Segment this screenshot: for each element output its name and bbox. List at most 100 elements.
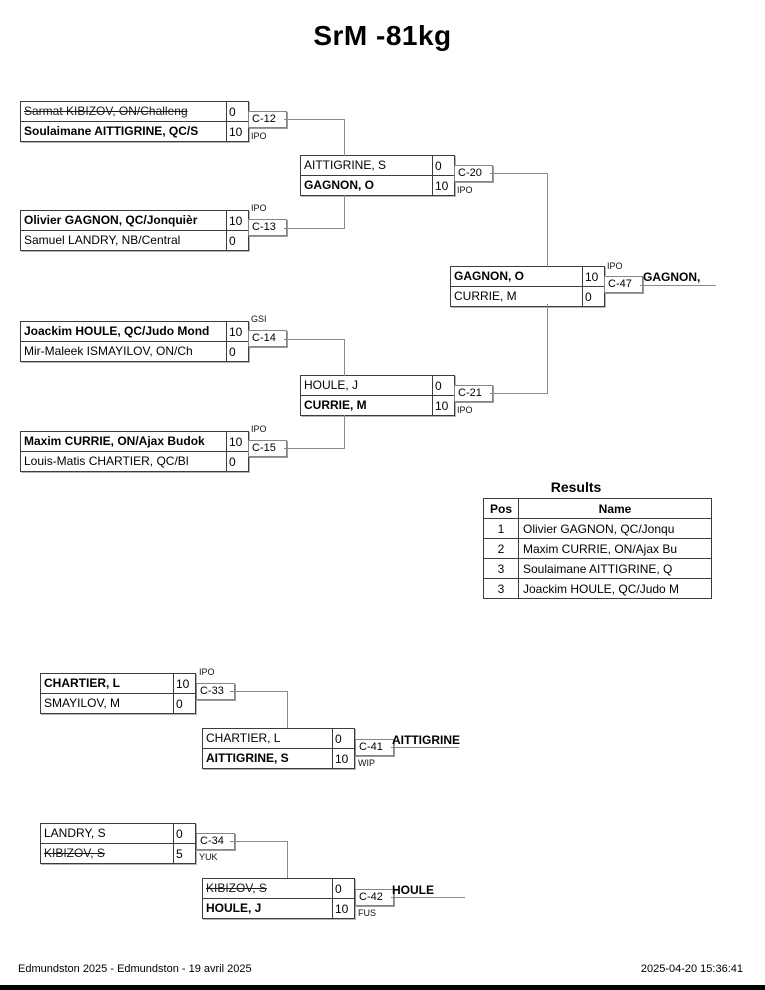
player-row: AITTIGRINE, S 10	[203, 748, 354, 768]
player-name: Soulaimane AITTIGRINE, QC/S	[24, 124, 199, 138]
connector-line	[284, 448, 345, 449]
match-c12-code: C-12	[248, 111, 287, 128]
footer-event-info: Edmundston 2025 - Edmundston - 19 avril …	[18, 963, 252, 975]
match-c21-result-code: IPO	[457, 405, 473, 415]
player-row: Sarmat KIBIZOV, ON/Challeng 0	[21, 102, 248, 121]
player-row: AITTIGRINE, S 0	[301, 156, 454, 175]
results-col-name: Name	[518, 498, 712, 519]
match-c21-box: HOULE, J 0 CURRIE, M 10	[300, 375, 455, 416]
player-name: HOULE, J	[206, 901, 262, 915]
player-score: 0	[432, 376, 454, 395]
player-name: Olivier GAGNON, QC/Jonquièr	[24, 213, 198, 227]
result-pos: 3	[483, 578, 519, 599]
player-row: KIBIZOV, S 5	[41, 843, 195, 863]
player-row: SMAYILOV, M 0	[41, 693, 195, 713]
match-c41-result-code: WIP	[358, 758, 375, 768]
player-row: Mir-Maleek ISMAYILOV, ON/Ch 0	[21, 341, 248, 361]
player-score: 0	[332, 729, 354, 748]
winner-line	[391, 897, 465, 898]
player-row: Olivier GAGNON, QC/Jonquièr 10	[21, 211, 248, 230]
result-pos: 3	[483, 558, 519, 579]
match-c42-box: KIBIZOV, S 0 HOULE, J 10	[202, 878, 355, 919]
player-score: 10	[432, 176, 454, 195]
match-c12-result-code: IPO	[251, 131, 267, 141]
result-name: Olivier GAGNON, QC/Jonqu	[518, 518, 712, 539]
player-row: CURRIE, M 0	[451, 286, 604, 306]
player-name: SMAYILOV, M	[44, 696, 121, 710]
match-c14-result-code: GSI	[251, 314, 267, 324]
player-score: 10	[582, 267, 604, 286]
match-c34-result-code: YUK	[199, 852, 218, 862]
player-score: 0	[332, 879, 354, 898]
player-row: KIBIZOV, S 0	[203, 879, 354, 898]
player-score: 0	[226, 231, 248, 250]
connector-line	[547, 304, 548, 394]
connector-line	[230, 691, 288, 692]
player-name: GAGNON, O	[304, 178, 375, 192]
player-name: KIBIZOV, S	[206, 881, 267, 895]
results-title: Results	[550, 479, 602, 495]
player-name: CHARTIER, L	[206, 731, 281, 745]
table-row: 3 Soulaimane AITTIGRINE, Q	[483, 558, 712, 579]
player-score: 10	[226, 211, 248, 230]
player-name: CHARTIER, L	[44, 676, 120, 690]
match-c15-result-code: IPO	[251, 424, 267, 434]
match-c42-code: C-42	[355, 889, 394, 906]
player-name: GAGNON, O	[454, 269, 525, 283]
player-row: Samuel LANDRY, NB/Central 0	[21, 230, 248, 250]
player-score: 10	[332, 899, 354, 918]
connector-line	[284, 228, 345, 229]
player-row: LANDRY, S 0	[41, 824, 195, 843]
player-name: Samuel LANDRY, NB/Central	[24, 233, 181, 247]
player-score: 10	[226, 122, 248, 141]
player-row: Maxim CURRIE, ON/Ajax Budok 10	[21, 432, 248, 451]
player-name: AITTIGRINE, S	[206, 751, 289, 765]
player-row: CURRIE, M 10	[301, 395, 454, 415]
player-name: LANDRY, S	[44, 826, 106, 840]
connector-line	[344, 339, 345, 376]
results-table: Pos Name 1 Olivier GAGNON, QC/Jonqu 2 Ma…	[483, 498, 712, 599]
player-row: HOULE, J 0	[301, 376, 454, 395]
player-score: 0	[226, 342, 248, 361]
result-pos: 2	[483, 538, 519, 559]
winner-label-repechage-1: AITTIGRINE	[392, 733, 460, 747]
match-c15-code: C-15	[248, 440, 287, 457]
connector-line	[344, 119, 345, 156]
connector-line	[230, 841, 288, 842]
player-score: 0	[582, 287, 604, 306]
connector-line	[287, 691, 288, 728]
match-c34-code: C-34	[196, 833, 235, 850]
player-score: 0	[173, 824, 195, 843]
connector-line	[284, 339, 345, 340]
match-c47-box: GAGNON, O 10 CURRIE, M 0	[450, 266, 605, 307]
match-c20-result-code: IPO	[457, 185, 473, 195]
winner-line	[640, 285, 716, 286]
player-score: 0	[226, 452, 248, 471]
result-name: Soulaimane AITTIGRINE, Q	[518, 558, 712, 579]
match-c47-result-code: IPO	[607, 261, 623, 271]
player-name: CURRIE, M	[304, 398, 367, 412]
player-name: Joackim HOULE, QC/Judo Mond	[24, 324, 210, 338]
connector-line	[490, 173, 548, 174]
match-c13-result-code: IPO	[251, 203, 267, 213]
match-c34-box: LANDRY, S 0 KIBIZOV, S 5	[40, 823, 196, 864]
match-c21-code: C-21	[454, 385, 493, 402]
match-c20-code: C-20	[454, 165, 493, 182]
player-name: KIBIZOV, S	[44, 846, 105, 860]
connector-line	[547, 173, 548, 267]
connector-line	[287, 841, 288, 878]
results-header-row: Pos Name	[483, 498, 712, 519]
connector-line	[344, 195, 345, 229]
player-score: 0	[432, 156, 454, 175]
player-score: 10	[173, 674, 195, 693]
player-name: Mir-Maleek ISMAYILOV, ON/Ch	[24, 344, 193, 358]
match-c41-box: CHARTIER, L 0 AITTIGRINE, S 10	[202, 728, 355, 769]
winner-line	[391, 747, 459, 748]
table-row: 2 Maxim CURRIE, ON/Ajax Bu	[483, 538, 712, 559]
match-c12-box: Sarmat KIBIZOV, ON/Challeng 0 Soulaimane…	[20, 101, 249, 142]
match-c13-box: Olivier GAGNON, QC/Jonquièr 10 Samuel LA…	[20, 210, 249, 251]
match-c47-code: C-47	[604, 276, 643, 293]
result-name: Joackim HOULE, QC/Judo M	[518, 578, 712, 599]
player-name: AITTIGRINE, S	[304, 158, 387, 172]
table-row: 1 Olivier GAGNON, QC/Jonqu	[483, 518, 712, 539]
